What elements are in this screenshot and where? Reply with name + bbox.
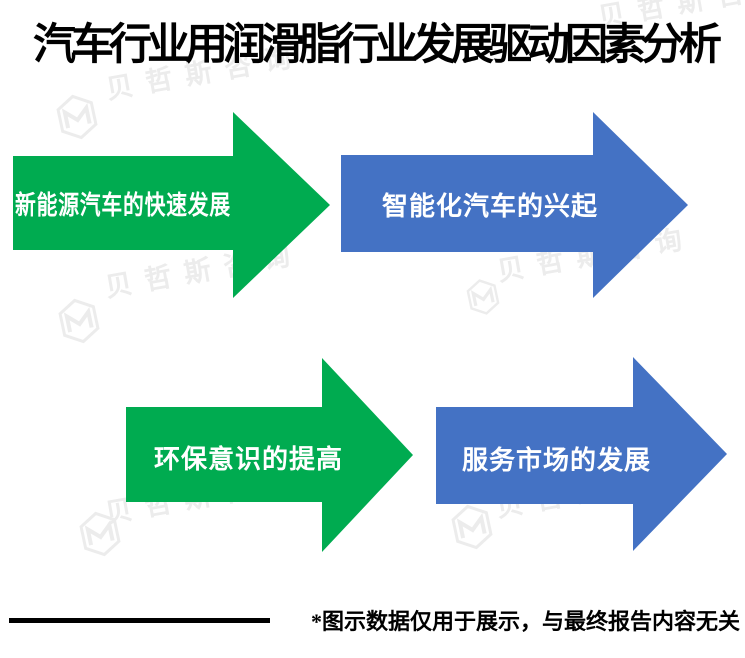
- arrow-environmental-awareness: 环保意识的提高: [126, 358, 413, 552]
- watermark-logo: [77, 508, 124, 561]
- arrow-shape: [126, 358, 413, 552]
- right-arrow-icon: [126, 358, 413, 552]
- arrow-label: 环保意识的提高: [154, 445, 344, 474]
- page-title: 汽车行业用润滑脂行业发展驱动因素分析: [33, 22, 722, 69]
- right-arrow-icon: [436, 357, 727, 551]
- arrow-smart-cars: 智能化汽车的兴起: [341, 112, 688, 298]
- arrow-label: 智能化汽车的兴起: [382, 192, 599, 221]
- arrow-new-energy-vehicles: 新能源汽车的快速发展: [13, 112, 330, 298]
- footer-disclaimer: *图示数据仅用于展示，与最终报告内容无关: [311, 609, 741, 634]
- watermark-logo: [56, 295, 103, 348]
- arrow-shape: [13, 112, 330, 298]
- arrow-service-market: 服务市场的发展: [436, 357, 727, 551]
- right-arrow-icon: [341, 112, 688, 298]
- arrow-shape: [436, 357, 727, 551]
- right-arrow-icon: [13, 112, 330, 298]
- arrow-label: 新能源汽车的快速发展: [15, 191, 232, 220]
- footer-divider-line: [9, 618, 270, 623]
- arrow-shape: [341, 112, 688, 298]
- arrow-label: 服务市场的发展: [462, 446, 652, 475]
